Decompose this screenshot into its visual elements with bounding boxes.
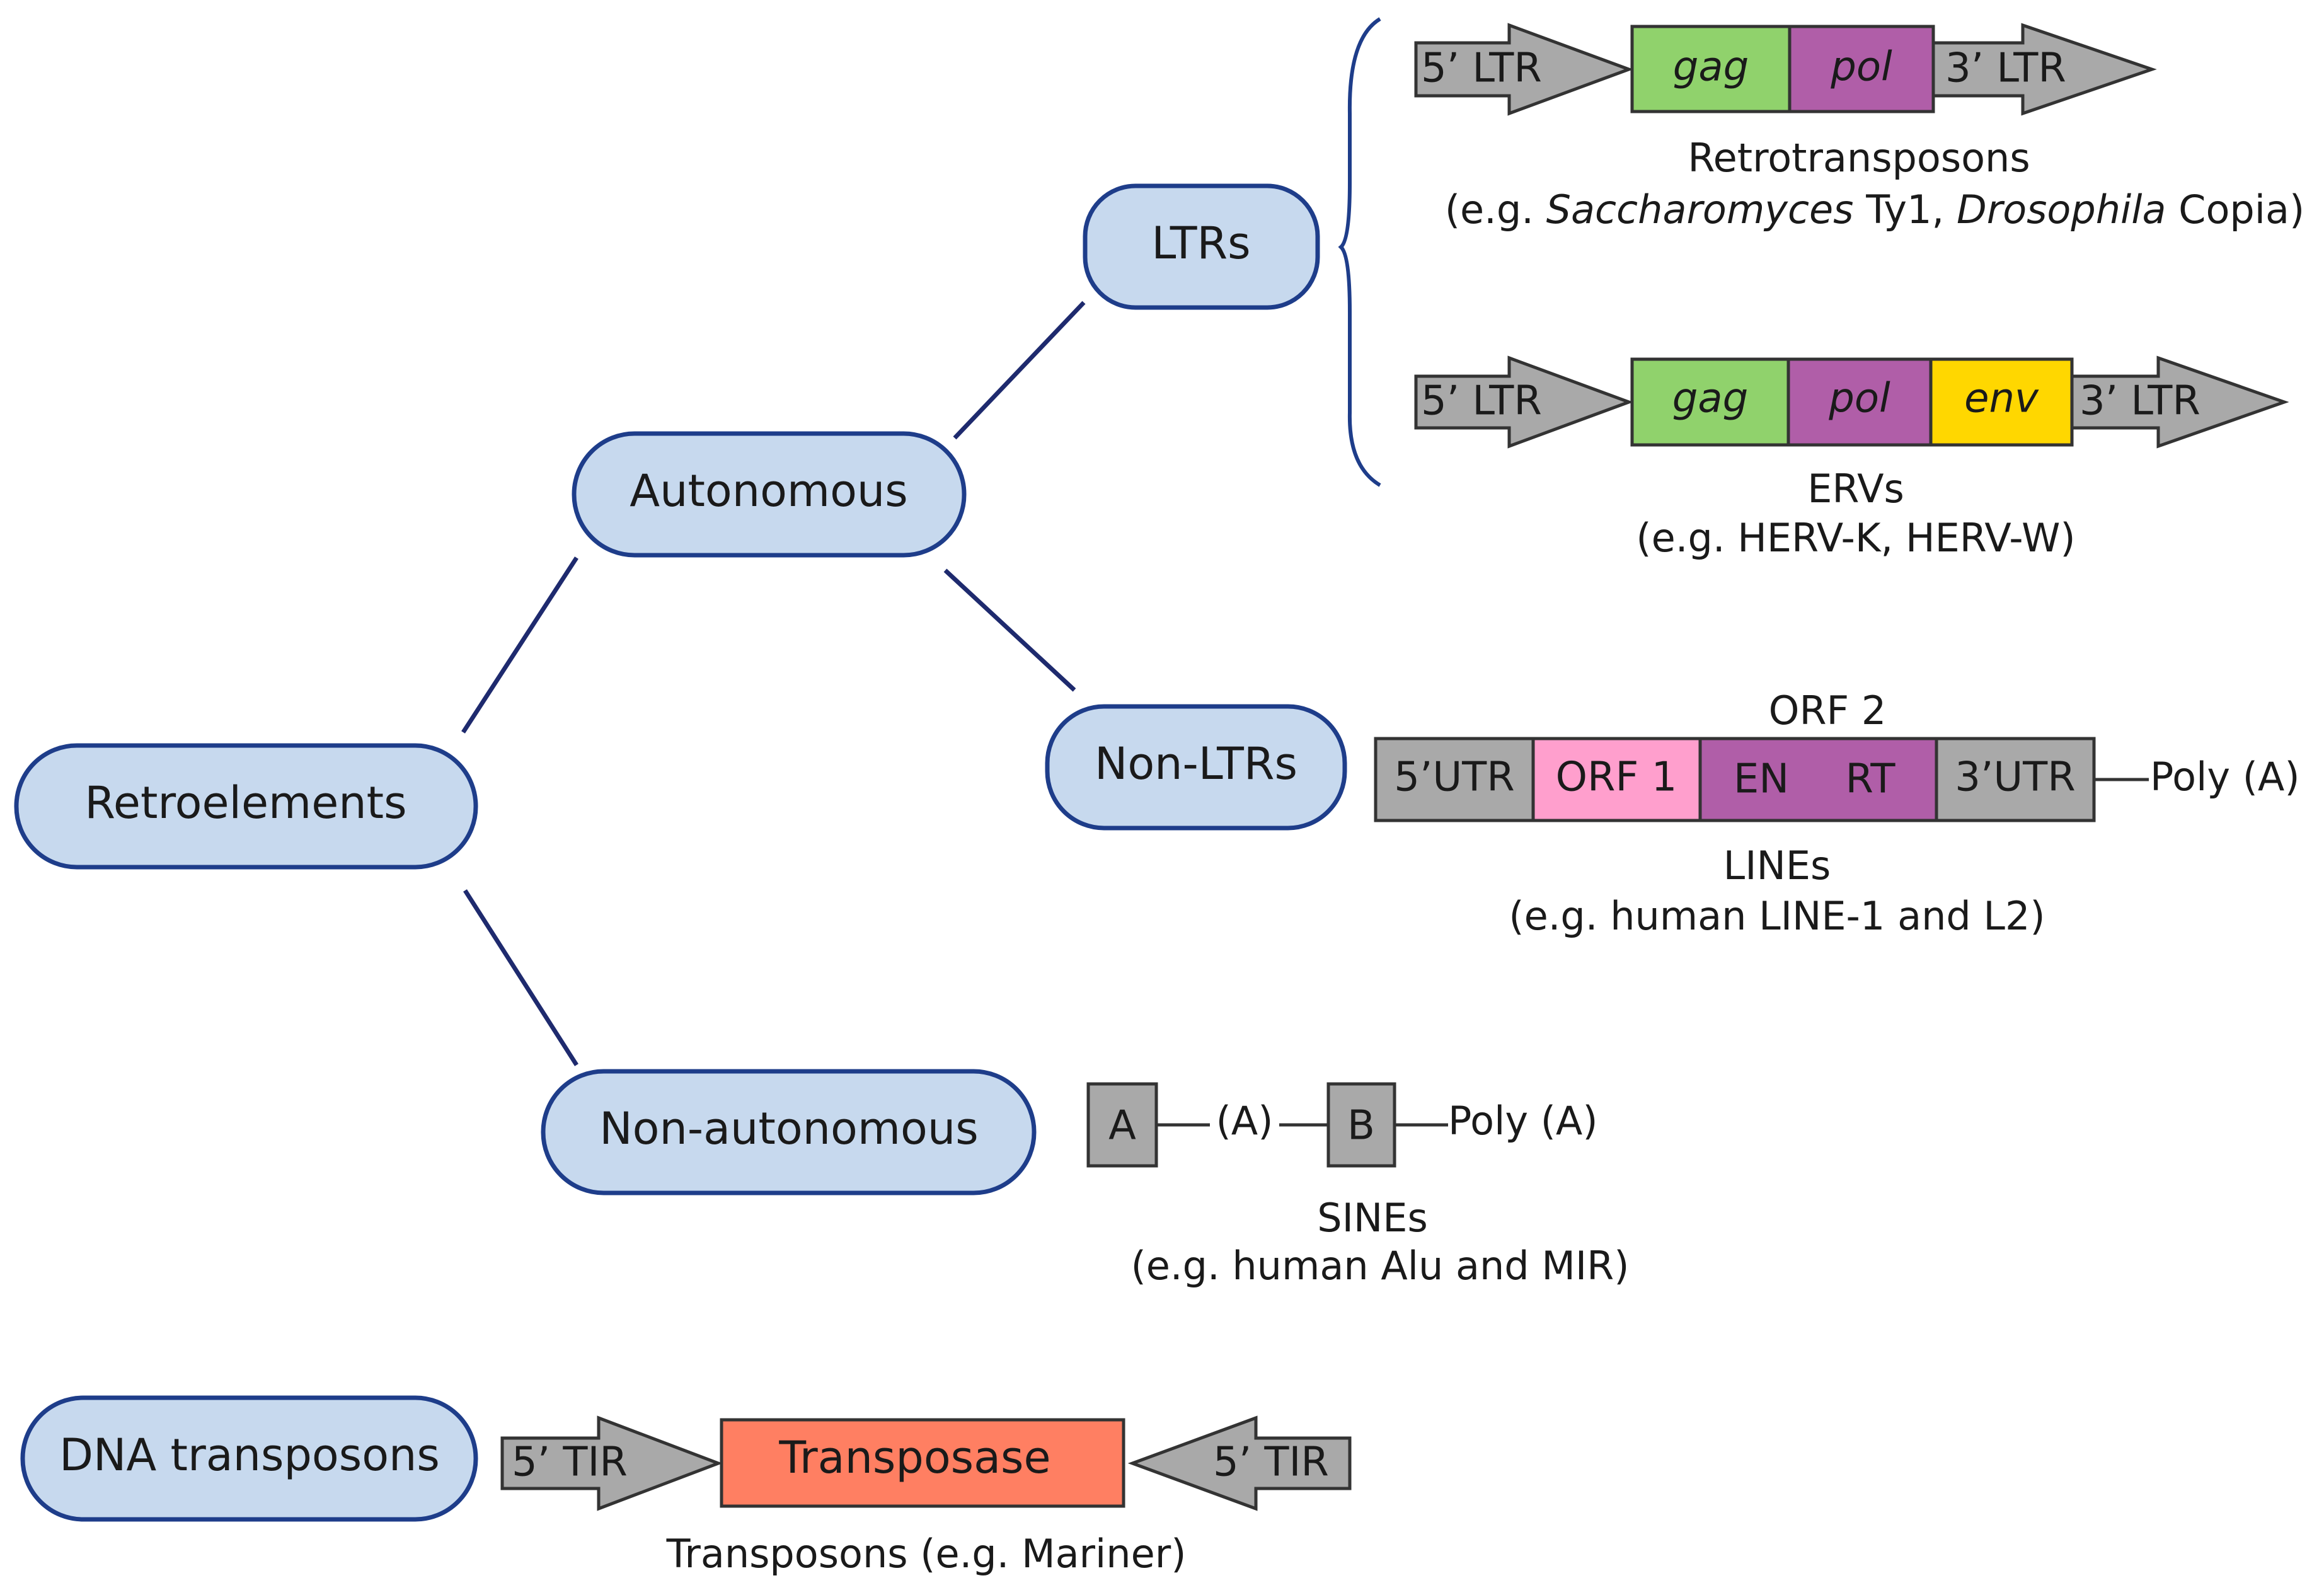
tree-connectors — [461, 301, 1086, 1066]
dna-caption: Transposons (e.g. Mariner) — [666, 1531, 1187, 1577]
node-non-ltrs[interactable]: Non-LTRs — [1045, 704, 1347, 831]
retrotransposon-example: (e.g. Saccharomyces Ty1, Drosophila Copi… — [1445, 187, 2304, 233]
sine-polya-label: Poly (A) — [1448, 1098, 1598, 1144]
erv-structure — [1414, 355, 2289, 449]
node-non-ltrs-label: Non-LTRs — [1095, 738, 1297, 790]
erv-pol-label: pol — [1828, 376, 1890, 422]
erv-5ltr-arrow — [1414, 355, 1634, 449]
retrotransposon-example-mid: Ty1, — [1853, 187, 1956, 233]
sine-example: (e.g. human Alu and MIR) — [1131, 1243, 1630, 1289]
retrotransposon-5ltr-label: 5’ LTR — [1421, 45, 1542, 92]
dna-left-tir-label: 5’ TIR — [512, 1439, 628, 1486]
node-autonomous-label: Autonomous — [630, 465, 908, 517]
sine-box-b — [1326, 1082, 1396, 1168]
node-autonomous[interactable]: Autonomous — [572, 431, 967, 558]
sine-title: SINEs — [1317, 1195, 1428, 1241]
dna-transposon-structure — [500, 1415, 1352, 1511]
line-3utr-label: 3’UTR — [1955, 754, 2075, 801]
dna-left-tir-arrow — [500, 1415, 723, 1511]
line-example: (e.g. human LINE-1 and L2) — [1509, 893, 2045, 939]
erv-gag-segment — [1630, 357, 1790, 447]
connector-autonomous-nonltrs — [943, 568, 1076, 692]
retrotransposon-example-open: (e.g. — [1445, 187, 1546, 233]
ltr-group-brace — [1338, 17, 1381, 487]
retrotransposon-example-species2: Drosophila — [1957, 187, 2166, 233]
node-retroelements-label: Retroelements — [84, 777, 406, 829]
erv-3ltr-label: 3’ LTR — [2080, 378, 2200, 425]
retrotransposon-pol-label: pol — [1830, 44, 1892, 91]
connector-retroelements-autonomous — [461, 556, 578, 734]
line-en-label: EN — [1734, 756, 1789, 803]
line-orf1-label: ORF 1 — [1556, 754, 1677, 801]
erv-env-label: env — [1964, 376, 2039, 422]
connector-retroelements-nonautonomous — [463, 889, 578, 1066]
dna-right-tir-arrow — [1127, 1415, 1352, 1511]
line-orf2-label: ORF 2 — [1769, 688, 1887, 734]
erv-title: ERVs — [1807, 466, 1904, 512]
line-orf2-segment — [1698, 737, 1938, 822]
erv-gag-label: gag — [1672, 376, 1748, 422]
dna-right-tir-label: 5’ TIR — [1213, 1439, 1329, 1486]
retrotransposon-structure — [1414, 23, 2157, 116]
dna-transposase-segment — [720, 1418, 1125, 1508]
node-ltrs-label: LTRs — [1151, 217, 1250, 269]
retrotransposon-example-species1: Saccharomyces — [1546, 187, 1854, 233]
line-rt-label: RT — [1846, 756, 1896, 803]
node-non-autonomous-label: Non-autonomous — [599, 1103, 978, 1155]
sine-box-b-label: B — [1347, 1103, 1375, 1149]
erv-5ltr-label: 5’ LTR — [1421, 378, 1542, 425]
sine-box-a-label: A — [1108, 1103, 1136, 1149]
node-dna-transposons[interactable]: DNA transposons — [20, 1395, 478, 1522]
retrotransposon-5ltr-arrow — [1414, 23, 1634, 116]
node-retroelements[interactable]: Retroelements — [14, 743, 478, 870]
line-title: LINEs — [1723, 843, 1831, 889]
retrotransposon-pol-segment — [1788, 25, 1935, 113]
node-ltrs[interactable]: LTRs — [1083, 183, 1320, 310]
line-orf1-segment — [1531, 737, 1702, 822]
retrotransposon-example-close: Copia) — [2166, 187, 2304, 233]
line-5utr-segment — [1374, 737, 1535, 822]
line-polya-label: Poly (A) — [2150, 754, 2300, 800]
line-structure — [1374, 737, 2149, 822]
retrotransposon-3ltr-label: 3’ LTR — [1945, 45, 2066, 92]
sine-mid-a-label: (A) — [1216, 1098, 1274, 1144]
connector-autonomous-ltrs — [953, 301, 1086, 440]
erv-example: (e.g. HERV-K, HERV-W) — [1636, 515, 2075, 561]
node-non-autonomous[interactable]: Non-autonomous — [541, 1069, 1037, 1195]
retrotransposon-title: Retrotransposons — [1688, 135, 2030, 181]
dna-transposase-label: Transposase — [778, 1432, 1050, 1483]
retrotransposon-3ltr-arrow — [1931, 23, 2157, 116]
erv-3ltr-arrow — [2070, 355, 2289, 449]
retrotransposon-gag-segment — [1630, 25, 1792, 113]
erv-pol-segment — [1786, 357, 1933, 447]
node-dna-transposons-label: DNA transposons — [59, 1429, 440, 1481]
line-5utr-label: 5’UTR — [1394, 754, 1514, 801]
retrotransposon-gag-label: gag — [1673, 44, 1749, 91]
sine-structure — [1086, 1082, 1448, 1168]
sine-box-a — [1086, 1082, 1158, 1168]
